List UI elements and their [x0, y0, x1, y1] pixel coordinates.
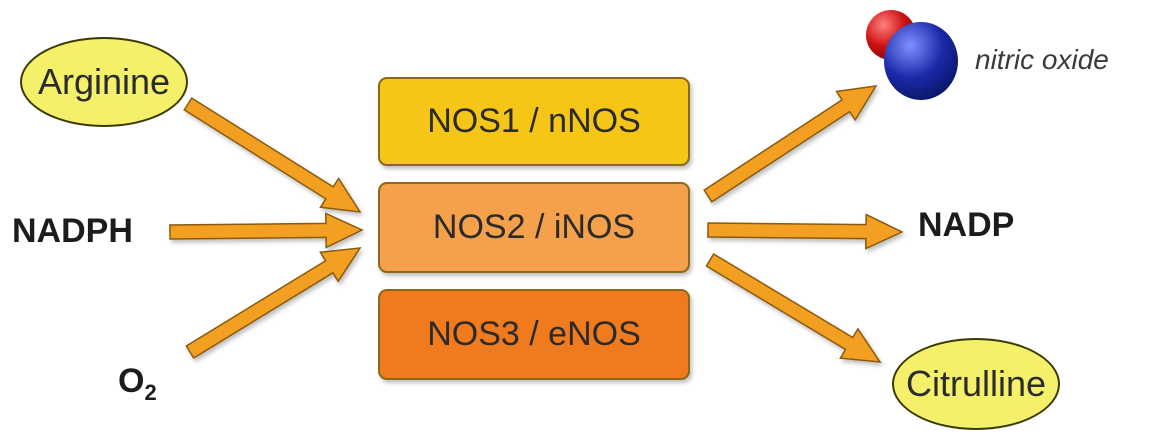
- nitric-oxide-label: nitric oxide: [975, 44, 1109, 76]
- arrow-nadph-to-enzymes: [169, 212, 364, 249]
- arrow-enzymes-to-nitric-oxide: [703, 85, 878, 203]
- nadph-text: NADPH: [12, 212, 133, 250]
- enzyme-nos2: NOS2 / iNOS: [378, 182, 690, 273]
- arrow-nadph-to-enzymes-shape: [169, 212, 364, 249]
- arrow-o2-to-enzymes-shape: [185, 247, 362, 360]
- nitrogen-atom-icon: [884, 22, 958, 100]
- arrow-arginine-to-enzymes: [183, 97, 362, 213]
- o2-subscript: 2: [144, 380, 157, 405]
- enzyme-nos3-label: NOS3 / eNOS: [427, 315, 641, 353]
- o2-label: O2: [118, 362, 157, 406]
- nadp-label: NADP: [918, 206, 1014, 245]
- enzyme-nos3: NOS3 / eNOS: [378, 289, 690, 380]
- nitric-oxide-text: nitric oxide: [975, 44, 1109, 75]
- citrulline-label: Citrulline: [905, 363, 1047, 404]
- nadph-label: NADPH: [12, 212, 133, 251]
- enzyme-nos1: NOS1 / nNOS: [378, 77, 690, 166]
- arginine-label: Arginine: [37, 61, 171, 102]
- arrow-o2-to-enzymes: [185, 247, 362, 360]
- arrow-arginine-to-enzymes-shape: [183, 97, 362, 213]
- arrow-enzymes-to-nitric-oxide-shape: [703, 85, 878, 203]
- o2-text: O: [118, 362, 145, 400]
- nadp-text: NADP: [918, 206, 1015, 244]
- arrow-enzymes-to-nadp: [707, 213, 904, 250]
- arrow-enzymes-to-citrulline-shape: [705, 252, 882, 363]
- citrulline-node: Citrulline: [892, 338, 1060, 430]
- arginine-node: Arginine: [20, 37, 188, 127]
- arrow-enzymes-to-nadp-shape: [707, 213, 904, 250]
- enzyme-nos1-label: NOS1 / nNOS: [427, 102, 641, 140]
- enzyme-nos2-label: NOS2 / iNOS: [432, 208, 636, 246]
- arrow-enzymes-to-citrulline: [705, 252, 882, 363]
